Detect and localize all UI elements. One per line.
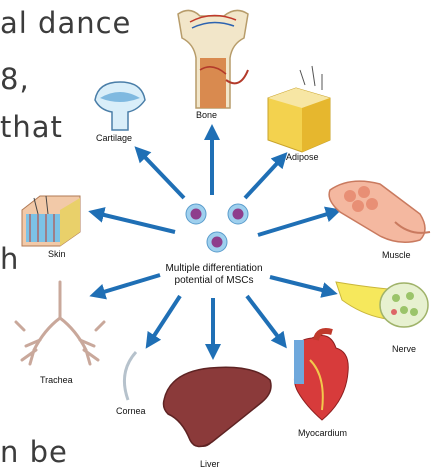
center-label-line-1: Multiple differentiation: [150, 263, 278, 275]
label-skin: Skin: [48, 249, 66, 259]
label-bone: Bone: [196, 110, 217, 120]
nerve-illustration: [336, 282, 428, 327]
arrow-muscle: [258, 212, 334, 235]
adipose-illustration: [268, 66, 330, 152]
center-label-line-2: potential of MSCs: [150, 275, 278, 287]
msc-cells: [186, 204, 248, 252]
trachea-illustration: [16, 282, 104, 364]
label-muscle: Muscle: [382, 250, 411, 260]
arrow-nerve: [270, 277, 330, 292]
arrow-cartilage: [140, 152, 184, 198]
arrow-cornea: [150, 296, 180, 342]
label-liver: Liver: [200, 459, 220, 469]
arrow-adipose: [245, 158, 282, 198]
label-nerve: Nerve: [392, 344, 416, 354]
label-cartilage: Cartilage: [96, 133, 132, 143]
label-adipose: Adipose: [286, 152, 319, 162]
label-cornea: Cornea: [116, 406, 146, 416]
liver-illustration: [164, 367, 272, 446]
arrow-myocardium: [247, 296, 282, 342]
muscle-illustration: [329, 181, 430, 242]
label-myocardium: Myocardium: [298, 428, 347, 438]
heart-illustration: [294, 331, 348, 420]
center-label: Multiple differentiation potential of MS…: [150, 263, 278, 287]
skin-illustration: [22, 196, 80, 246]
cartilage-illustration: [95, 82, 145, 130]
arrow-skin: [96, 213, 175, 232]
label-trachea: Trachea: [40, 375, 73, 385]
bone-illustration: [178, 10, 248, 108]
cornea-illustration: [124, 352, 136, 400]
